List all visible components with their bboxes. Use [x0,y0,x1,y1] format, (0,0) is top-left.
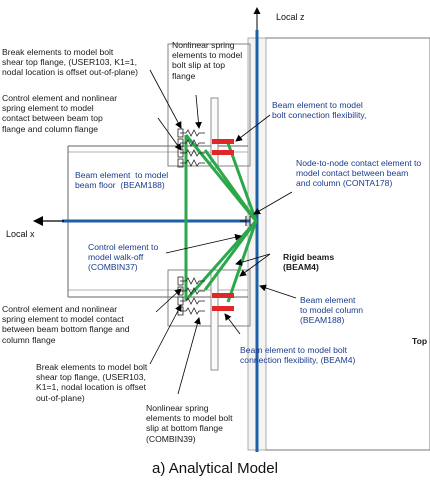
contact-element-symbol [240,216,251,226]
local-z-label: Local z [276,12,305,22]
local-x-label: Local x [6,229,35,239]
label-side-cut: Top [412,336,428,346]
bottom-bolt-shank [210,269,219,371]
label-node-contact: Node-to-node contact element to model co… [296,158,422,189]
label-rigid-beams: Rigid beams (BEAM4) [283,252,335,273]
label-nl-spring-bottom: Nonlinear spring elements to model bolt … [146,403,233,444]
label-control-bottom: Control element and nonlinear spring ele… [2,304,130,345]
column-flange-plate [264,37,430,451]
figure-caption: a) Analytical Model [152,460,278,477]
label-beam-column: Beam element to model column (BEAM188) [300,295,364,326]
top-angle-plate [167,43,251,167]
label-break-top: Break elements to model bolt shear top f… [2,47,138,78]
label-bolt-flex-top: Beam element to model bolt connection fl… [272,100,367,121]
label-break-bottom: Break elements to model bolt shear top f… [36,362,148,403]
rigid-beams [184,134,258,303]
spring-symbols-top [177,128,205,168]
label-beam-floor: Beam element to model beam floor (BEAM18… [75,170,169,191]
label-bolt-flex-bottom: Beam element to model bolt connection fl… [240,345,356,366]
label-walk-off: Control element to model walk-off (COMBI… [88,242,159,273]
leader-arrows [149,69,297,395]
bolt-flex-elements [212,139,234,311]
bottom-angle-plate [167,269,251,327]
label-nl-spring-top: Nonlinear spring elements to model bolt … [172,40,243,81]
label-control-top: Control element and nonlinear spring ele… [2,93,118,134]
